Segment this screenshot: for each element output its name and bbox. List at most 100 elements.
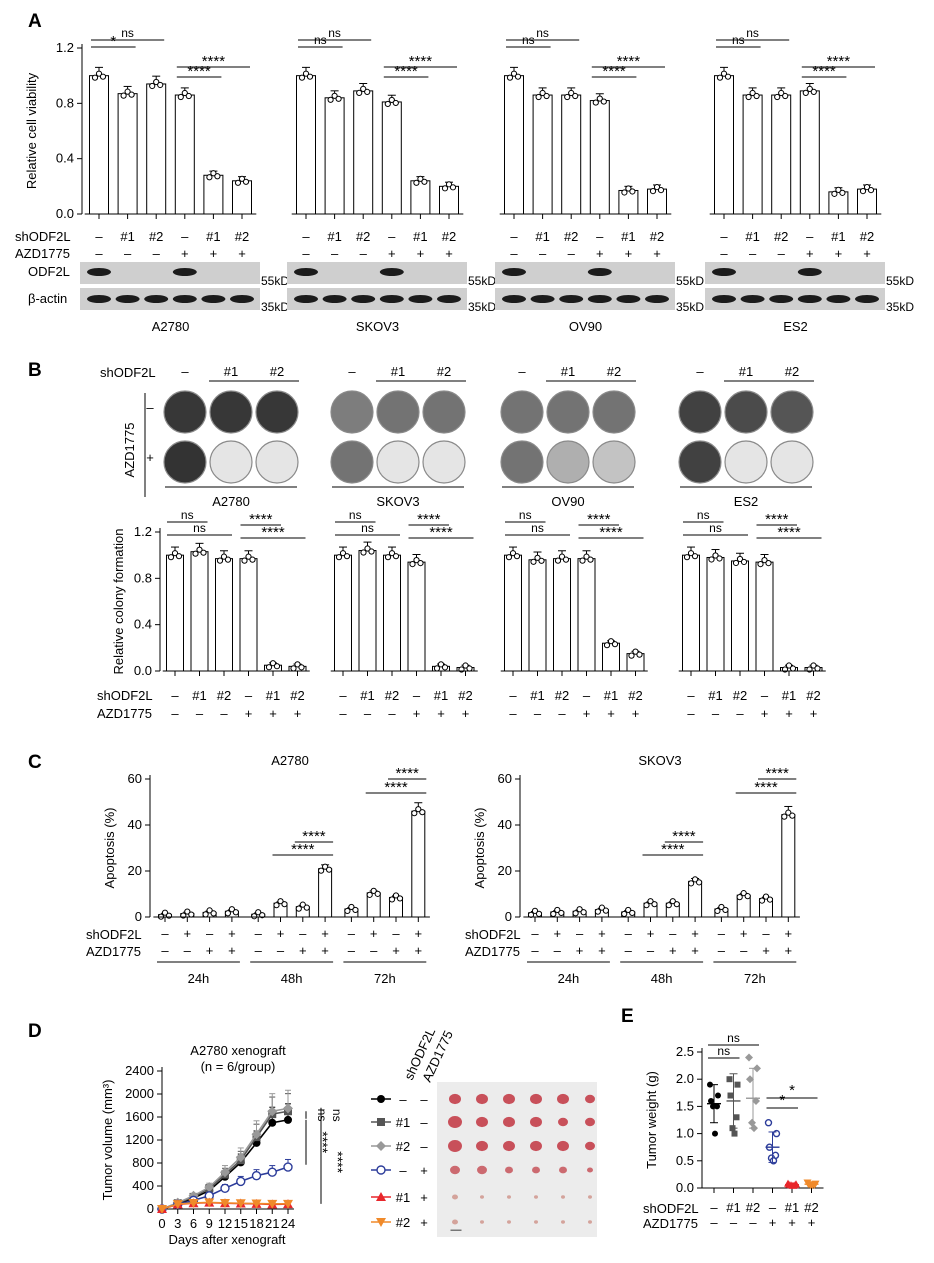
panel-b-ov90-bar-2-dot-1 bbox=[558, 553, 566, 560]
panel-a-es2-bar-1-dot-0 bbox=[745, 93, 752, 101]
panel-c-skov3-bar-11-dot-0 bbox=[781, 813, 788, 820]
panel-b-es2-azd-mark-2: – bbox=[736, 706, 744, 721]
panel-c-skov3-bar-8-dot-2 bbox=[722, 906, 729, 914]
panel-b-a2780-plate-5 bbox=[255, 440, 299, 484]
panel-a-ov90-bar-5-dot-0 bbox=[649, 188, 657, 195]
panel-b-skov3-bar-4-dot-2 bbox=[441, 664, 449, 671]
panel-b-es2-bar-2-dot-2 bbox=[740, 558, 748, 566]
panel-a-ov90-actin-blot bbox=[495, 288, 675, 310]
panel-c-skov3-y-axis-title: Apoptosis (%) bbox=[472, 808, 487, 889]
panel-b-a2780-plate-4 bbox=[209, 440, 253, 484]
panel-b-es2-azd-mark-1: – bbox=[712, 706, 720, 721]
panel-b-a2780-cell-line-label: A2780 bbox=[212, 494, 250, 509]
panel-b-y-axis-tick-label-0: 0.0 bbox=[134, 663, 152, 678]
panel-d-legend-sh-4: #1 bbox=[396, 1190, 410, 1205]
panel-c-a2780-azd-mark-0: – bbox=[161, 943, 169, 958]
panel-a-a2780-actin-band-3 bbox=[172, 295, 197, 303]
panel-a-ov90-sh-mark-2: #2 bbox=[564, 229, 578, 244]
panel-c-skov3-azd-mark-2: + bbox=[576, 943, 584, 958]
panel-e-y-tick-label-3: 1.5 bbox=[676, 1098, 694, 1113]
panel-b-skov3-plate-0 bbox=[330, 390, 374, 434]
panel-c-a2780-bar-8-dot-1 bbox=[348, 903, 355, 911]
panel-c-a2780-bar-3-dot-1 bbox=[228, 906, 235, 913]
panel-a-a2780-azd-mark-2: – bbox=[153, 246, 161, 261]
panel-e-group-1-point-3 bbox=[733, 1114, 740, 1121]
panel-b-ov90-plate-2 bbox=[592, 390, 636, 434]
panel-b-skov3-bar-0-dot-2 bbox=[343, 553, 351, 560]
panel-a-ov90-azd-mark-4: + bbox=[625, 246, 633, 261]
panel-e-azd-mark-1: – bbox=[730, 1215, 738, 1230]
panel-c-a2780-y-axis-title: Apoptosis (%) bbox=[102, 808, 117, 889]
panel-a-skov3-bar-2 bbox=[353, 90, 374, 215]
panel-b-es2-plate-0 bbox=[678, 390, 722, 434]
panel-letter-c: C bbox=[28, 752, 42, 773]
panel-c-a2780-bar-10-dot-0 bbox=[388, 896, 396, 903]
panel-b-a2780-plate-2 bbox=[255, 390, 299, 434]
panel-b-es2-sh-h1: #1 bbox=[739, 364, 753, 379]
panel-b-azd1775-label: AZD1775 bbox=[122, 423, 137, 478]
panel-d-tumor-r4-c5 bbox=[588, 1195, 592, 1199]
panel-c-skov3-time-label-2: 72h bbox=[744, 971, 766, 986]
panel-d-legend-sh-3: – bbox=[399, 1163, 407, 1178]
panel-b-a2780-bar-3 bbox=[239, 558, 258, 672]
panel-b-ov90-bar-3-dot-0 bbox=[579, 557, 586, 564]
panel-b-es2-bar-0-dot-2 bbox=[691, 553, 699, 560]
panel-a-es2-kd-35: 35kD bbox=[886, 300, 914, 314]
panel-c-a2780-bar-5-dot-2 bbox=[281, 901, 288, 908]
panel-a-a2780-azd-mark-0: – bbox=[95, 246, 103, 261]
panel-a-a2780-bar-5-dot-1 bbox=[238, 175, 246, 182]
panel-c-skov3-bar-5-dot-2 bbox=[651, 901, 658, 908]
panel-a-skov3-odf2l-band-0 bbox=[294, 268, 318, 276]
panel-e-group-1-point-2 bbox=[727, 1092, 734, 1099]
panel-b-ov90-sh-mark-4: #1 bbox=[604, 688, 618, 703]
panel-c-skov3-azd-mark-0: – bbox=[531, 943, 539, 958]
panel-a-ov90-bar-0-dot-0 bbox=[506, 74, 514, 81]
panel-d-layer: A2780 xenograft(n = 6/group)040080012001… bbox=[100, 1026, 597, 1247]
panel-d-series-0-point-8 bbox=[284, 1115, 292, 1124]
panel-a-skov3-azd-mark-3: + bbox=[388, 246, 396, 261]
panel-d-tumor-r2-c4 bbox=[557, 1140, 569, 1152]
panel-b-es2-bar-4-dot-2 bbox=[789, 665, 797, 672]
panel-c-skov3-bar-3-dot-1 bbox=[598, 904, 606, 911]
panel-a-ov90-bar-3-dot-1 bbox=[596, 95, 603, 102]
panel-a-ov90-sh-mark-4: #1 bbox=[621, 229, 635, 244]
panel-c-a2780-bar-9-dot-0 bbox=[366, 891, 373, 898]
panel-a-y-axis-tick-label-0: 0.0 bbox=[56, 206, 74, 221]
panel-b-ov90-bar-1 bbox=[528, 559, 547, 672]
panel-b-ov90-azd-mark-1: – bbox=[534, 706, 542, 721]
panel-a-es2-sh-mark-5: #2 bbox=[860, 229, 874, 244]
panel-b-skov3-sig-label-0: ns bbox=[349, 508, 362, 522]
panel-b-ov90-sig-label-1: ns bbox=[531, 521, 544, 535]
panel-e-sh-mark-2: #2 bbox=[746, 1200, 760, 1215]
panel-a-a2780-odf2l-band-3 bbox=[172, 268, 197, 276]
panel-a-skov3-bar-5-dot-0 bbox=[441, 185, 449, 192]
panel-a-ov90-actin-band-2 bbox=[559, 295, 584, 303]
panel-c-skov3-bar-6-dot-0 bbox=[665, 902, 672, 909]
panel-e-group-1-point-1 bbox=[734, 1081, 741, 1088]
panel-c-a2780-bar-6-dot-0 bbox=[295, 905, 302, 912]
panel-e-group-2-point-2 bbox=[746, 1075, 754, 1084]
panel-b-skov3-sig-label-2: **** bbox=[417, 511, 441, 528]
panel-e-azd1775-label: AZD1775 bbox=[643, 1216, 698, 1231]
panel-a-a2780-odf2l-band-0 bbox=[87, 268, 111, 276]
panel-a-a2780-bar-3 bbox=[174, 94, 195, 215]
panel-b-a2780-bar-0-dot-0 bbox=[167, 554, 175, 561]
panel-d-sig-label-0: ns bbox=[315, 1109, 329, 1122]
panel-c-a2780-bar-7-dot-2 bbox=[326, 866, 333, 873]
panel-a-a2780-cell-line-label: A2780 bbox=[152, 319, 190, 334]
panel-b-azd-minus: – bbox=[146, 400, 154, 415]
panel-c-a2780-bar-5-dot-0 bbox=[273, 902, 280, 909]
panel-c-skov3-sig-label-0: **** bbox=[672, 828, 696, 845]
panel-a-es2-bar-1-dot-1 bbox=[749, 89, 756, 97]
panel-d-sig-label-3: **** bbox=[330, 1151, 346, 1173]
panel-c-skov3-time-label-0: 24h bbox=[558, 971, 580, 986]
panel-c-skov3-bar-1-dot-2 bbox=[558, 909, 565, 917]
panel-a-y-axis-tick-label-1: 0.4 bbox=[56, 151, 74, 166]
panel-a-a2780-bar-3-dot-2 bbox=[185, 92, 192, 100]
panel-b-es2-bar-1 bbox=[706, 556, 725, 672]
panel-b-es2-bar-2-dot-0 bbox=[732, 559, 740, 567]
panel-b-es2-sh-mark-0: – bbox=[687, 688, 695, 703]
panel-a-es2-azd-mark-5: + bbox=[863, 246, 871, 261]
panel-letter-a: A bbox=[28, 11, 42, 32]
